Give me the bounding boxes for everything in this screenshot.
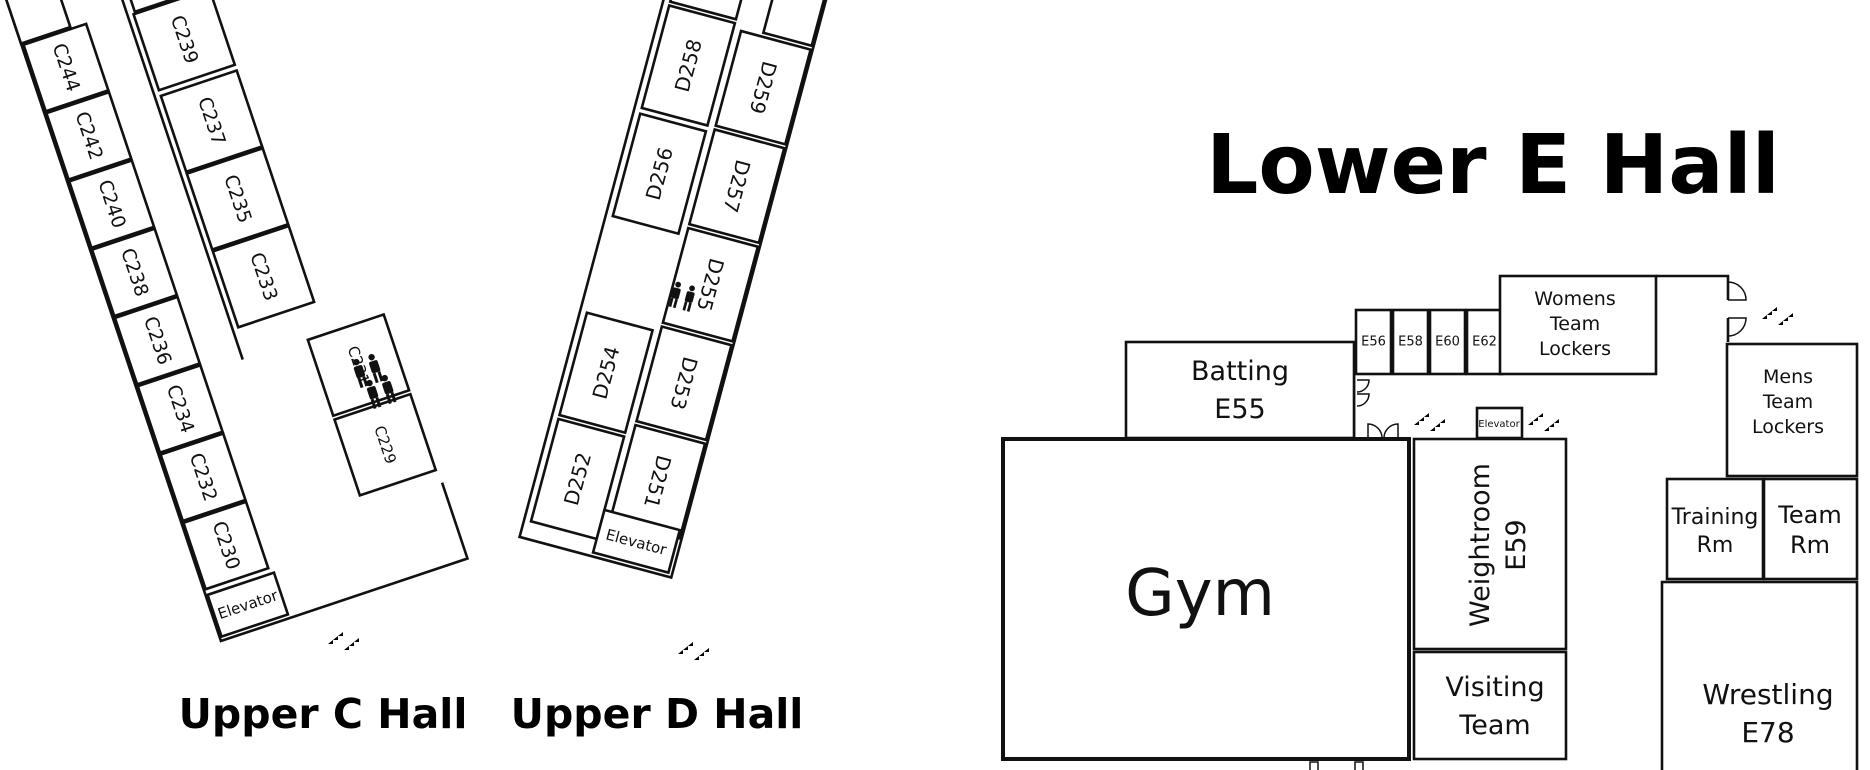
- upper-d-elevator[interactable]: Elevator: [591, 508, 682, 575]
- svg-text:Rm: Rm: [1697, 533, 1734, 558]
- svg-text:Wrestling: Wrestling: [1702, 678, 1833, 711]
- svg-text:Lockers: Lockers: [1752, 416, 1824, 438]
- upper-c-elevator[interactable]: Elevator: [205, 571, 290, 639]
- room-d258[interactable]: D258: [640, 3, 737, 128]
- upper-c-partial-room: [115, 0, 196, 14]
- svg-text:E55: E55: [1214, 394, 1265, 425]
- e-small-rooms: E56 E58 E60 E62: [1354, 308, 1504, 376]
- room-d259[interactable]: D259: [714, 29, 813, 146]
- batting-e55[interactable]: Batting E55: [1124, 340, 1356, 440]
- svg-text:Visiting: Visiting: [1445, 672, 1544, 703]
- svg-text:Team: Team: [1458, 710, 1530, 741]
- room-c230[interactable]: C230: [181, 500, 270, 591]
- room-c232[interactable]: C232: [158, 431, 248, 523]
- stairs-icon: [678, 642, 709, 660]
- upper-c-hall-outline: [3, 0, 470, 643]
- training-room[interactable]: Training Rm: [1665, 477, 1765, 581]
- svg-text:Lockers: Lockers: [1539, 338, 1611, 360]
- svg-text:Team: Team: [1549, 313, 1600, 335]
- room-c240[interactable]: C240: [67, 158, 156, 250]
- room-c229[interactable]: C229: [332, 392, 438, 498]
- room-label: E62: [1472, 335, 1497, 350]
- room-c238[interactable]: C238: [90, 227, 179, 318]
- room-c233[interactable]: C233: [211, 224, 316, 329]
- room-d256[interactable]: D256: [611, 112, 708, 236]
- svg-text:E78: E78: [1741, 716, 1794, 749]
- gym-label: Gym: [1125, 557, 1275, 631]
- svg-text:Womens: Womens: [1534, 288, 1615, 310]
- visiting-team[interactable]: Visiting Team: [1412, 650, 1568, 761]
- lower-e-hall: E56 E58 E60 E62 Womens Team Lockers Mens Te…: [1001, 274, 1859, 770]
- svg-text:Batting: Batting: [1191, 356, 1289, 387]
- lower-e-hall-title: Lower E Hall: [1206, 118, 1780, 213]
- room-e56[interactable]: E56: [1354, 308, 1393, 376]
- mens-team-lockers[interactable]: Mens Team Lockers: [1725, 342, 1859, 478]
- room-c235[interactable]: C235: [185, 146, 290, 252]
- upper-d-hall-outline: [517, 0, 833, 580]
- room-c239[interactable]: C239: [131, 0, 237, 92]
- svg-text:Mens: Mens: [1763, 366, 1813, 388]
- door-icon: [1309, 761, 1364, 770]
- room-c236[interactable]: C236: [113, 295, 202, 386]
- door-icon: [1356, 379, 1370, 407]
- stairs-icon: [1414, 413, 1445, 431]
- room-d255[interactable]: D255: [661, 226, 760, 343]
- svg-text:E59: E59: [1501, 519, 1532, 570]
- elevator-label: Elevator: [1478, 419, 1520, 430]
- room-c242[interactable]: C242: [44, 90, 133, 182]
- room-d251[interactable]: D251: [608, 423, 707, 540]
- upper-d-hall-title: Upper D Hall: [511, 690, 804, 738]
- upper-d-partial-room: [668, 0, 755, 21]
- upper-d-partial-room: [761, 0, 832, 48]
- room-e58[interactable]: E58: [1391, 308, 1430, 376]
- weightroom-e59[interactable]: Weightroom E59: [1412, 437, 1568, 651]
- room-label: E56: [1361, 335, 1386, 350]
- room-d252[interactable]: D252: [529, 417, 626, 541]
- room-c234[interactable]: C234: [136, 363, 225, 455]
- svg-text:Rm: Rm: [1790, 531, 1830, 559]
- wrestling-e78[interactable]: Wrestling E78: [1660, 580, 1859, 770]
- stairs-icon: [1762, 307, 1793, 325]
- svg-text:Team: Team: [1777, 501, 1841, 529]
- room-c244[interactable]: C244: [21, 22, 110, 113]
- lower-e-elevator[interactable]: Elevator: [1475, 406, 1524, 440]
- womens-team-lockers[interactable]: Womens Team Lockers: [1498, 274, 1658, 376]
- room-label: E58: [1398, 335, 1423, 350]
- room-d257[interactable]: D257: [687, 127, 786, 245]
- room-e62[interactable]: E62: [1465, 308, 1504, 376]
- room-label: E60: [1435, 335, 1460, 350]
- room-e60[interactable]: E60: [1428, 308, 1467, 376]
- room-d254[interactable]: D254: [557, 311, 655, 435]
- door-icon: [1727, 281, 1747, 337]
- team-room[interactable]: Team Rm: [1762, 477, 1859, 581]
- door-icon: [1367, 423, 1399, 439]
- svg-text:Weightroom: Weightroom: [1465, 463, 1496, 627]
- svg-text:Team: Team: [1762, 391, 1813, 413]
- room-d253[interactable]: D253: [634, 324, 734, 442]
- upper-c-partial-room: [3, 0, 72, 46]
- stairs-icon: [1528, 413, 1559, 431]
- stairs-icon: [328, 632, 359, 650]
- room-c237[interactable]: C237: [159, 68, 264, 174]
- svg-text:Training: Training: [1671, 505, 1759, 530]
- gym[interactable]: Gym: [1001, 437, 1411, 761]
- upper-c-hall-title: Upper C Hall: [179, 690, 468, 738]
